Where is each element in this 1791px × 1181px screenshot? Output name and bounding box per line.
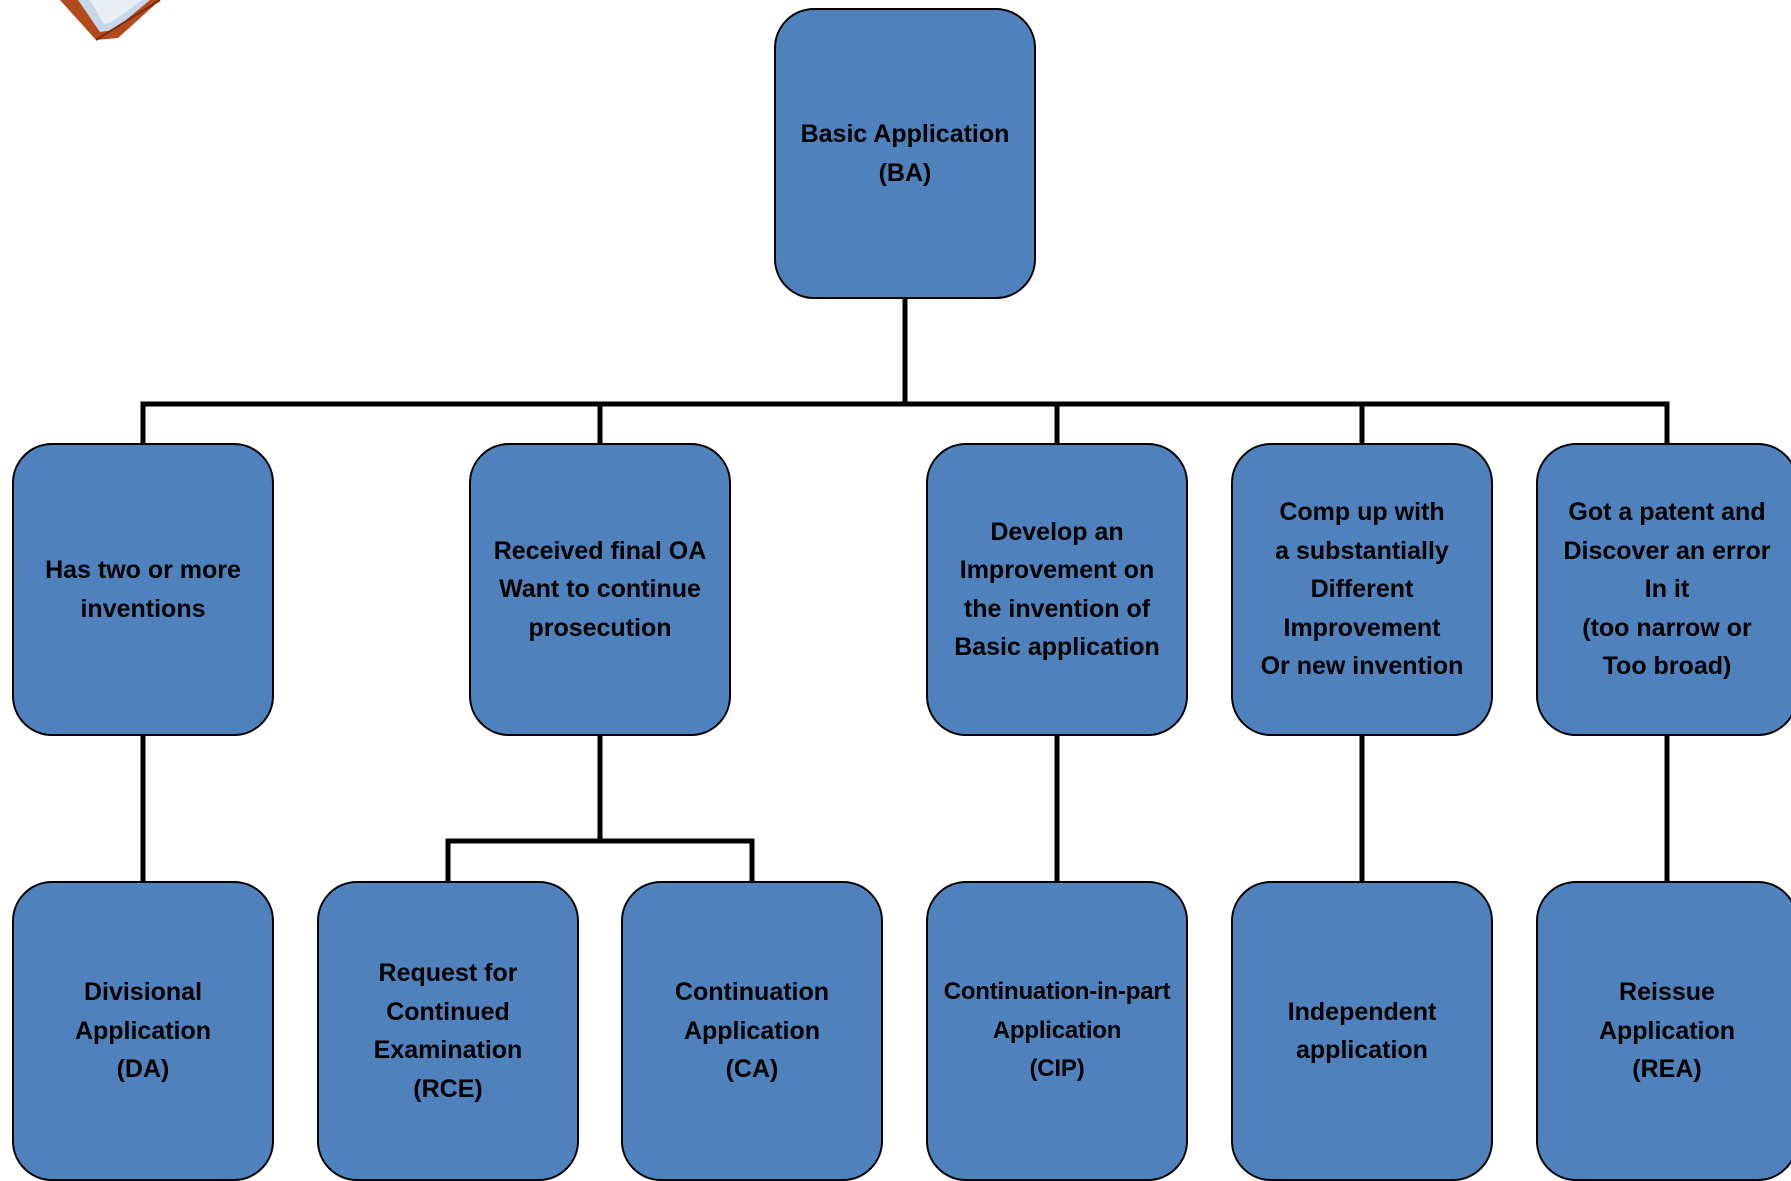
node-reissue-application: Reissue Application (REA) [1536, 881, 1791, 1181]
node-scenario-new-invention: Comp up with a substantially Different I… [1231, 443, 1493, 736]
node-scenario-two-inventions: Has two or more inventions [12, 443, 274, 736]
node-scenario-patent-error: Got a patent and Discover an error In it… [1536, 443, 1791, 736]
node-scenario-improvement: Develop an Improvement on the invention … [926, 443, 1188, 736]
node-basic-application: Basic Application (BA) [774, 8, 1036, 299]
book-logo-icon [60, 0, 161, 41]
node-rce: Request for Continued Examination (RCE) [317, 881, 579, 1181]
node-continuation-application: Continuation Application (CA) [621, 881, 883, 1181]
node-continuation-in-part: Continuation-in-part Application (CIP) [926, 881, 1188, 1181]
node-divisional-application: Divisional Application (DA) [12, 881, 274, 1181]
node-scenario-final-oa: Received final OA Want to continue prose… [469, 443, 731, 736]
node-independent-application: Independent application [1231, 881, 1493, 1181]
